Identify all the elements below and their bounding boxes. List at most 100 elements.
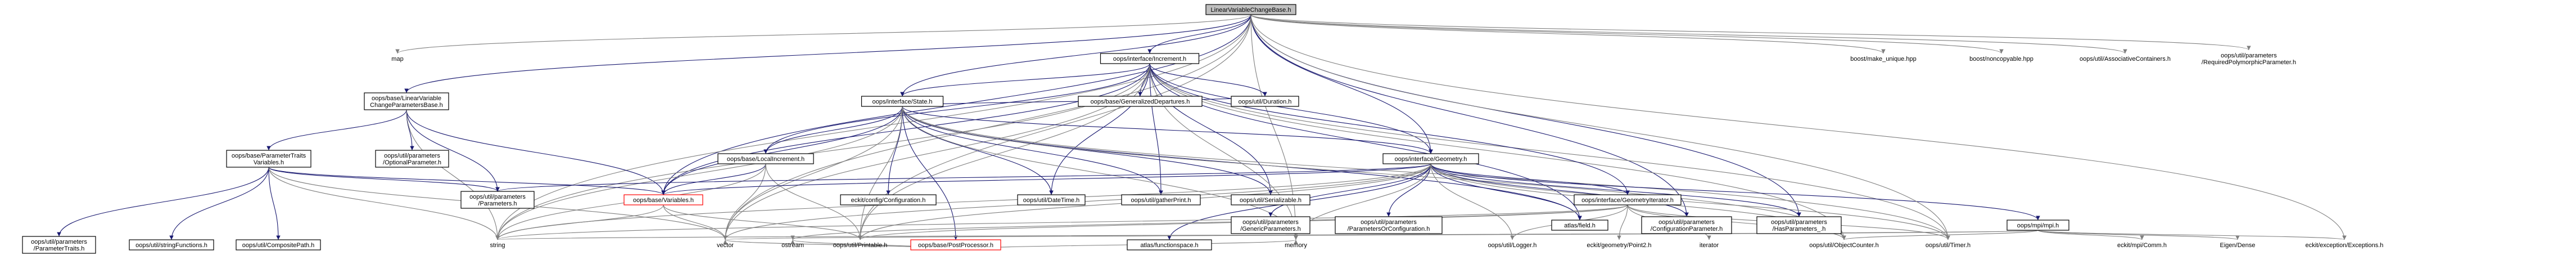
node-box-eckitconf — [840, 194, 937, 205]
node-duration[interactable]: oops/util/Duration.h — [1231, 96, 1299, 107]
node-label-assoc: oops/util/AssociativeContainers.h — [2080, 56, 2171, 62]
node-state[interactable]: oops/interface/State.h — [861, 96, 944, 107]
edge-geometry-to-variables — [661, 163, 1431, 195]
node-box-hasparams — [1756, 216, 1842, 234]
node-genparams[interactable]: oops/util/parameters/GenericParameters.h — [1231, 216, 1310, 234]
edge-localinc-to-variables — [661, 163, 766, 195]
node-ostream: ostream — [781, 242, 804, 249]
node-objcounter: oops/util/ObjectCounter.h — [1809, 242, 1879, 249]
edge-increment-to-localinc — [763, 63, 1150, 154]
node-variables[interactable]: oops/base/Variables.h — [623, 194, 703, 205]
node-atlasfield[interactable]: atlas/field.h — [1551, 220, 1608, 231]
node-label-root: LinearVariableChangeBase.h — [1211, 7, 1291, 14]
edge-root-to-make_unique — [1250, 14, 1886, 54]
node-point2: eckit/geometry/Point2.h — [1587, 242, 1652, 249]
edge-root-to-geometry — [1250, 14, 1433, 154]
node-confparam[interactable]: oops/util/parameters/ConfigurationParame… — [1641, 216, 1732, 234]
node-label-lvcpb: ChangeParametersBase.h — [370, 102, 443, 109]
edge-ptv-to-string — [268, 167, 500, 240]
node-box-state — [861, 96, 944, 107]
edge-mpi-to-objcounter — [1842, 230, 2039, 240]
node-gatherprint[interactable]: oops/util/gatherPrint.h — [1121, 194, 1201, 205]
node-noncopyable: boost/noncopyable.hpp — [1969, 56, 2033, 62]
node-box-genparams — [1231, 216, 1310, 234]
node-label-confparam: /ConfigurationParameter.h — [1651, 226, 1723, 232]
node-optparam[interactable]: oops/util/parameters/OptionalParameter.h — [375, 150, 449, 168]
edge-lvcpb-to-variables — [406, 109, 666, 195]
node-label-ptv: Variables.h — [254, 159, 284, 166]
node-geomiter[interactable]: oops/interface/GeometryIterator.h — [1574, 194, 1682, 205]
edge-geomiter-to-point2 — [1617, 204, 1628, 240]
node-timer: oops/util/Timer.h — [1926, 242, 1971, 249]
node-label-make_unique: boost/make_unique.hpp — [1850, 56, 1916, 62]
edge-state-to-vector — [723, 106, 903, 240]
node-box-funcspace — [1127, 239, 1212, 250]
node-label-geomiter: oops/interface/GeometryIterator.h — [1581, 197, 1674, 204]
edge-root-to-confparam — [1250, 14, 1689, 217]
node-root[interactable]: LinearVariableChangeBase.h — [1205, 4, 1296, 15]
node-stringfunc[interactable]: oops/util/stringFunctions.h — [129, 239, 214, 250]
node-label-string: string — [490, 242, 505, 249]
node-funcspace[interactable]: atlas/functionspace.h — [1127, 239, 1212, 250]
node-datetime[interactable]: oops/util/DateTime.h — [1017, 194, 1086, 205]
node-paramsorconf[interactable]: oops/util/parameters/ParametersOrConfigu… — [1335, 216, 1443, 234]
node-eckitexc: eckit/exception/Exceptions.h — [2306, 242, 2384, 249]
node-comppath[interactable]: oops/util/CompositePath.h — [236, 239, 321, 250]
node-label-genparams: oops/util/parameters — [1242, 219, 1299, 226]
node-localinc[interactable]: oops/base/LocalIncrement.h — [717, 153, 814, 164]
node-label-increment: oops/interface/Increment.h — [1113, 56, 1186, 62]
node-gendep[interactable]: oops/base/GeneralizedDepartures.h — [1078, 96, 1203, 107]
node-geometry[interactable]: oops/interface/Geometry.h — [1382, 153, 1479, 164]
node-eckitconf[interactable]: eckit/config/Configuration.h — [840, 194, 937, 205]
node-ptraits[interactable]: oops/util/parameters/ParameterTraits.h — [22, 236, 96, 254]
edge-increment-to-datetime — [1049, 63, 1150, 195]
edge-root-to-timer — [1250, 14, 1950, 240]
node-box-lvcpb — [364, 92, 449, 110]
edge-state-to-objcounter — [902, 106, 1846, 240]
node-label-geometry: oops/interface/Geometry.h — [1395, 156, 1467, 163]
edge-geomiter-to-ostream — [790, 204, 1628, 240]
edge-ptv-to-comppath — [268, 167, 281, 240]
node-label-comppath: oops/util/CompositePath.h — [242, 242, 314, 249]
node-label-paramsorconf: /ParametersOrConfiguration.h — [1348, 226, 1430, 232]
node-label-logger: oops/util/Logger.h — [1488, 242, 1537, 249]
edge-increment-to-serializable — [1149, 63, 1273, 195]
node-label-localinc: oops/base/LocalIncrement.h — [727, 156, 805, 163]
node-label-paramsorconf: oops/util/parameters — [1361, 219, 1417, 226]
edge-geometry-to-atlasfield — [1430, 163, 1582, 221]
node-box-optparam — [375, 150, 449, 168]
edge-root-to-printable — [858, 14, 1251, 240]
node-hasparams[interactable]: oops/util/parameters/HasParameters_.h — [1756, 216, 1842, 234]
node-postproc[interactable]: oops/base/PostProcessor.h — [910, 239, 1001, 250]
node-reqpoly: oops/util/parameters/RequiredPolymorphic… — [2202, 52, 2296, 66]
edge-state-to-string — [495, 106, 903, 240]
node-label-stringfunc: oops/util/stringFunctions.h — [135, 242, 207, 249]
node-increment[interactable]: oops/interface/Increment.h — [1100, 53, 1200, 64]
edge-ptv-to-stringfunc — [169, 167, 269, 240]
edge-increment-to-state — [900, 63, 1150, 97]
node-label-ostream: ostream — [781, 242, 804, 249]
node-label-reqpoly: /RequiredPolymorphicParameter.h — [2202, 59, 2296, 66]
edge-root-to-string — [495, 14, 1251, 240]
node-box-duration — [1231, 96, 1299, 107]
node-box-stringfunc — [129, 239, 214, 250]
edge-increment-to-duration — [1149, 63, 1267, 97]
edge-variables-to-printable — [663, 204, 862, 240]
node-parameters[interactable]: oops/util/parameters/Parameters.h — [460, 191, 535, 209]
node-label-ptraits: /ParameterTraits.h — [34, 245, 85, 252]
node-mpi[interactable]: oops/mpi/mpi.h — [2006, 220, 2069, 231]
edge-geometry-to-paramsorconf — [1386, 163, 1431, 217]
node-serializable[interactable]: oops/util/Serializable.h — [1231, 194, 1310, 205]
node-box-comppath — [236, 239, 321, 250]
node-lvcpb[interactable]: oops/base/LinearVariableChangeParameters… — [364, 92, 449, 110]
edge-state-to-eckitconf — [886, 106, 903, 195]
node-label-eckitconf: eckit/config/Configuration.h — [851, 197, 926, 204]
node-box-localinc — [717, 153, 814, 164]
edge-root-to-eckitexc — [1250, 14, 2347, 240]
node-label-eigen: Eigen/Dense — [2220, 242, 2256, 249]
edge-state-to-variables — [661, 106, 903, 195]
edge-ptv-to-variables — [268, 167, 666, 195]
edge-root-to-map — [395, 14, 1251, 54]
edge-mpi-to-eigen — [2037, 230, 2240, 240]
